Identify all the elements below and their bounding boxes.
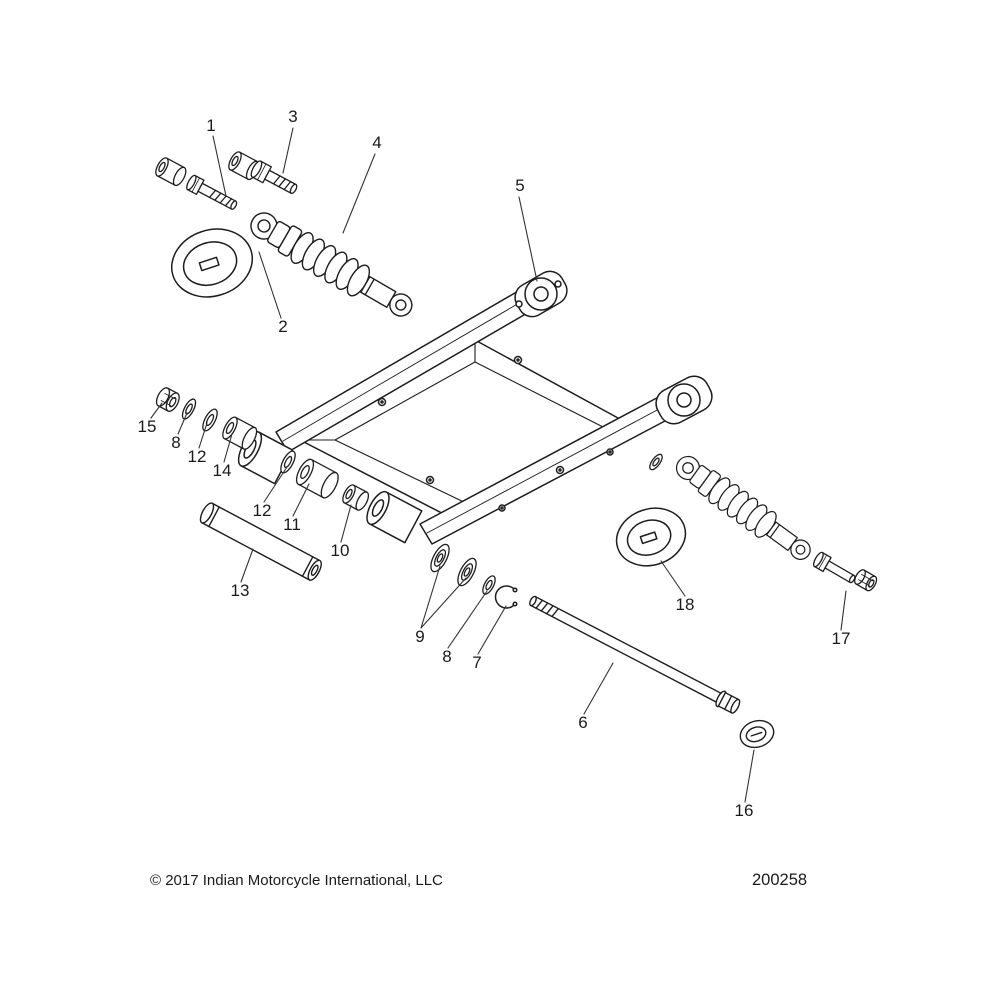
spacer	[342, 484, 370, 511]
leader-lines	[150, 127, 847, 803]
callout-3: 3	[288, 107, 297, 126]
callout-1: 1	[206, 116, 215, 135]
spacer-sleeve	[155, 157, 187, 187]
end-cap	[615, 507, 687, 567]
pivot-shaft	[199, 502, 322, 581]
callout-8-b: 8	[442, 647, 451, 666]
front-shock-absorber	[243, 204, 420, 326]
flange-nut	[854, 569, 878, 592]
callout-12-b: 12	[253, 501, 272, 520]
callout-13: 13	[231, 581, 250, 600]
callout-5: 5	[515, 176, 524, 195]
callout-15: 15	[138, 417, 157, 436]
shock-bolt	[812, 551, 856, 584]
callout-10: 10	[331, 541, 350, 560]
rear-shock-absorber	[669, 448, 818, 569]
callout-7: 7	[472, 653, 481, 672]
shock-bolt	[250, 160, 298, 195]
end-cap	[739, 719, 775, 749]
washer	[202, 408, 218, 432]
callout-9: 9	[415, 627, 424, 646]
spacer-sleeve	[228, 151, 260, 181]
callout-4: 4	[372, 133, 381, 152]
callout-14: 14	[213, 461, 232, 480]
bearing	[457, 557, 477, 587]
drawing-number: 200258	[752, 871, 807, 889]
washer	[280, 450, 296, 474]
pivot-nut	[155, 387, 180, 412]
callout-2: 2	[278, 317, 287, 336]
callout-8-a: 8	[171, 433, 180, 452]
swingarm-assembly	[237, 270, 713, 545]
callout-18: 18	[676, 595, 695, 614]
copyright-text: © 2017 Indian Motorcycle International, …	[150, 872, 443, 889]
washer	[181, 398, 197, 420]
washer	[649, 453, 663, 471]
callout-6: 6	[578, 713, 587, 732]
callouts: 1 3 4 5 2 15 8 12 14 12 11 10 13 9 8 7 6…	[138, 107, 851, 820]
callout-16: 16	[735, 801, 754, 820]
snap-ring	[494, 585, 518, 609]
callout-12-a: 12	[188, 447, 207, 466]
end-cap	[170, 228, 254, 298]
shock-bolt	[186, 174, 238, 210]
bushing	[222, 416, 258, 450]
callout-11: 11	[283, 515, 301, 534]
bearing	[430, 543, 450, 573]
bushing	[295, 458, 339, 499]
washer	[482, 575, 496, 595]
rear-axle-bolt	[529, 595, 741, 714]
callout-17: 17	[832, 629, 851, 648]
